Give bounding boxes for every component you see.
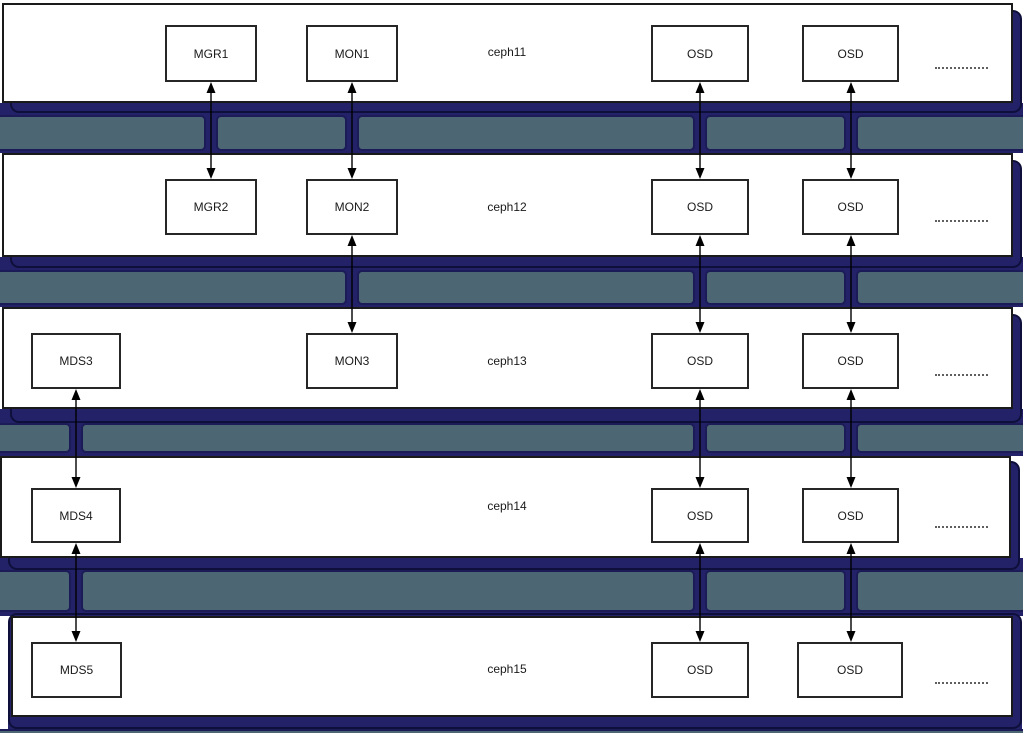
- component-box-mds3: MDS3: [31, 333, 121, 389]
- host-label-ceph11: ceph11: [487, 45, 527, 59]
- ellipsis-dots-ceph14: [935, 526, 988, 528]
- network-bus-segment: [0, 423, 71, 453]
- network-bus-segment: [0, 570, 71, 612]
- host-label-ceph12: ceph12: [487, 200, 527, 214]
- host-label-ceph14: ceph14: [487, 499, 527, 513]
- network-bus-segment: [856, 570, 1023, 612]
- ellipsis-dots-ceph15: [935, 682, 988, 684]
- network-bus-segment: [0, 270, 347, 305]
- component-box-osd: OSD: [651, 488, 749, 543]
- ellipsis-dots-ceph13: [935, 374, 988, 376]
- component-box-osd: OSD: [802, 488, 899, 543]
- network-bus-segment: [856, 423, 1023, 453]
- network-bus-segment: [705, 570, 846, 612]
- network-bus-segment: [856, 115, 1023, 151]
- component-box-osd: OSD: [797, 642, 903, 698]
- component-box-mds4: MDS4: [31, 488, 121, 543]
- component-box-osd: OSD: [802, 25, 899, 82]
- network-bus-segment: [856, 270, 1023, 305]
- component-box-osd: OSD: [802, 179, 899, 235]
- network-bus-segment: [0, 115, 206, 151]
- network-bus-segment: [81, 423, 695, 453]
- component-box-mon1: MON1: [306, 25, 398, 82]
- host-band-ceph15: [11, 616, 1013, 717]
- component-box-mds5: MDS5: [31, 642, 122, 698]
- network-bus-segment: [357, 270, 695, 305]
- network-bus-segment: [0, 729, 1023, 733]
- network-bus-segment: [357, 115, 695, 151]
- component-box-mon2: MON2: [306, 179, 398, 235]
- network-bus-segment: [81, 570, 695, 612]
- network-bus-segment: [216, 115, 347, 151]
- ellipsis-dots-ceph12: [935, 220, 988, 222]
- component-box-osd: OSD: [651, 333, 749, 389]
- network-bus-segment: [705, 270, 846, 305]
- component-box-mgr1: MGR1: [165, 25, 257, 82]
- component-box-osd: OSD: [651, 642, 749, 698]
- network-bus-segment: [705, 115, 846, 151]
- component-box-osd: OSD: [651, 179, 749, 235]
- component-box-mgr2: MGR2: [165, 179, 257, 235]
- host-label-ceph13: ceph13: [487, 354, 527, 368]
- host-label-ceph15: ceph15: [487, 662, 527, 676]
- component-box-osd: OSD: [651, 25, 749, 82]
- network-bus-segment: [705, 423, 846, 453]
- component-box-osd: OSD: [802, 333, 899, 389]
- component-box-mon3: MON3: [306, 333, 398, 389]
- ellipsis-dots-ceph11: [935, 67, 988, 69]
